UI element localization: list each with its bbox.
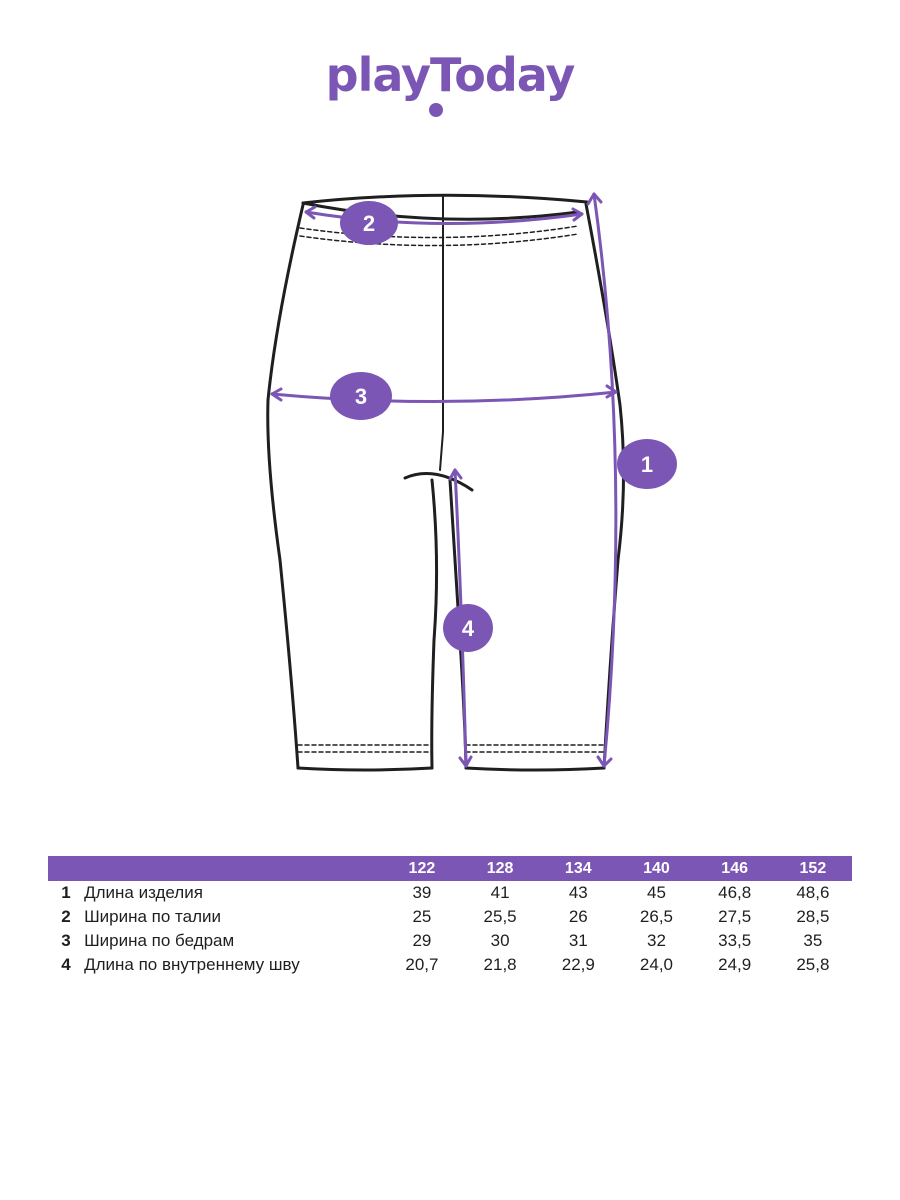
- size-146: 146: [721, 859, 748, 877]
- row-value: 32: [647, 931, 666, 950]
- size-table: 122 128 134 140 146 152 1 Длина изделия …: [48, 856, 852, 977]
- header-label-blank: [84, 856, 383, 881]
- size-122: 122: [408, 859, 436, 877]
- row-value: 45: [647, 883, 666, 902]
- row-value: 48,6: [796, 883, 830, 902]
- badge-3: 3: [330, 372, 392, 420]
- row-value: 21,8: [483, 955, 517, 974]
- badge-4: 4: [443, 604, 493, 652]
- row-number: 2: [61, 907, 71, 926]
- row-value: 26: [568, 907, 588, 926]
- table-row: 2 Ширина по талии 25 25,5 26 26,5 27,5 2…: [48, 905, 852, 929]
- table-row: 1 Длина изделия 39 41 43 45 46,8 48,6: [48, 881, 852, 905]
- badge-2: 2: [340, 201, 398, 245]
- size-134: 134: [564, 859, 592, 877]
- row-value: 29: [412, 931, 432, 950]
- svg-text:3: 3: [355, 384, 367, 409]
- row-value: 28,5: [796, 907, 830, 926]
- shorts-outline: [266, 193, 626, 772]
- row-value: 33,5: [718, 931, 752, 950]
- row-value: 46,8: [718, 883, 752, 902]
- row-label: Длина по внутреннему шву: [84, 955, 300, 974]
- size-128: 128: [486, 859, 514, 877]
- row-value: 20,7: [405, 955, 439, 974]
- row-value: 25,5: [483, 907, 517, 926]
- row-value: 41: [490, 883, 510, 902]
- row-number: 4: [61, 955, 71, 974]
- row-value: 24,9: [718, 955, 752, 974]
- row-label: Ширина по бедрам: [84, 931, 235, 950]
- table-row: 4 Длина по внутреннему шву 20,7 21,8 22,…: [48, 953, 852, 977]
- table-row: 3 Ширина по бедрам 29 30 31 32 33,5 35: [48, 929, 852, 953]
- row-value: 39: [412, 883, 432, 902]
- row-value: 43: [568, 883, 588, 902]
- measure-line-length: [592, 192, 618, 768]
- row-label: Длина изделия: [84, 883, 203, 902]
- logo-dot: [429, 103, 443, 117]
- row-label: Ширина по талии: [84, 907, 222, 926]
- row-value: 25: [412, 907, 432, 926]
- measure-line-waist: [304, 210, 584, 226]
- size-header-row: 122 128 134 140 146 152: [48, 856, 852, 881]
- row-number: 1: [61, 883, 71, 902]
- measure-line-hips: [270, 390, 618, 404]
- row-value: 30: [490, 931, 510, 950]
- row-value: 24,0: [639, 955, 674, 974]
- row-value: 35: [803, 931, 823, 950]
- size-152: 152: [799, 859, 827, 877]
- row-number: 3: [61, 931, 71, 950]
- row-value: 31: [568, 931, 588, 950]
- measurement-diagram: 1 2 3 4: [266, 192, 677, 772]
- badge-1: 1: [617, 439, 677, 489]
- row-value: 27,5: [718, 907, 752, 926]
- row-value: 22,9: [561, 955, 595, 974]
- header-num-blank: [48, 856, 84, 881]
- svg-text:1: 1: [641, 452, 653, 477]
- svg-text:4: 4: [462, 616, 475, 641]
- svg-text:2: 2: [363, 211, 375, 236]
- brand-logo: playToday: [325, 48, 576, 102]
- row-value: 25,8: [796, 955, 830, 974]
- size-140: 140: [643, 859, 670, 877]
- row-value: 26,5: [639, 907, 674, 926]
